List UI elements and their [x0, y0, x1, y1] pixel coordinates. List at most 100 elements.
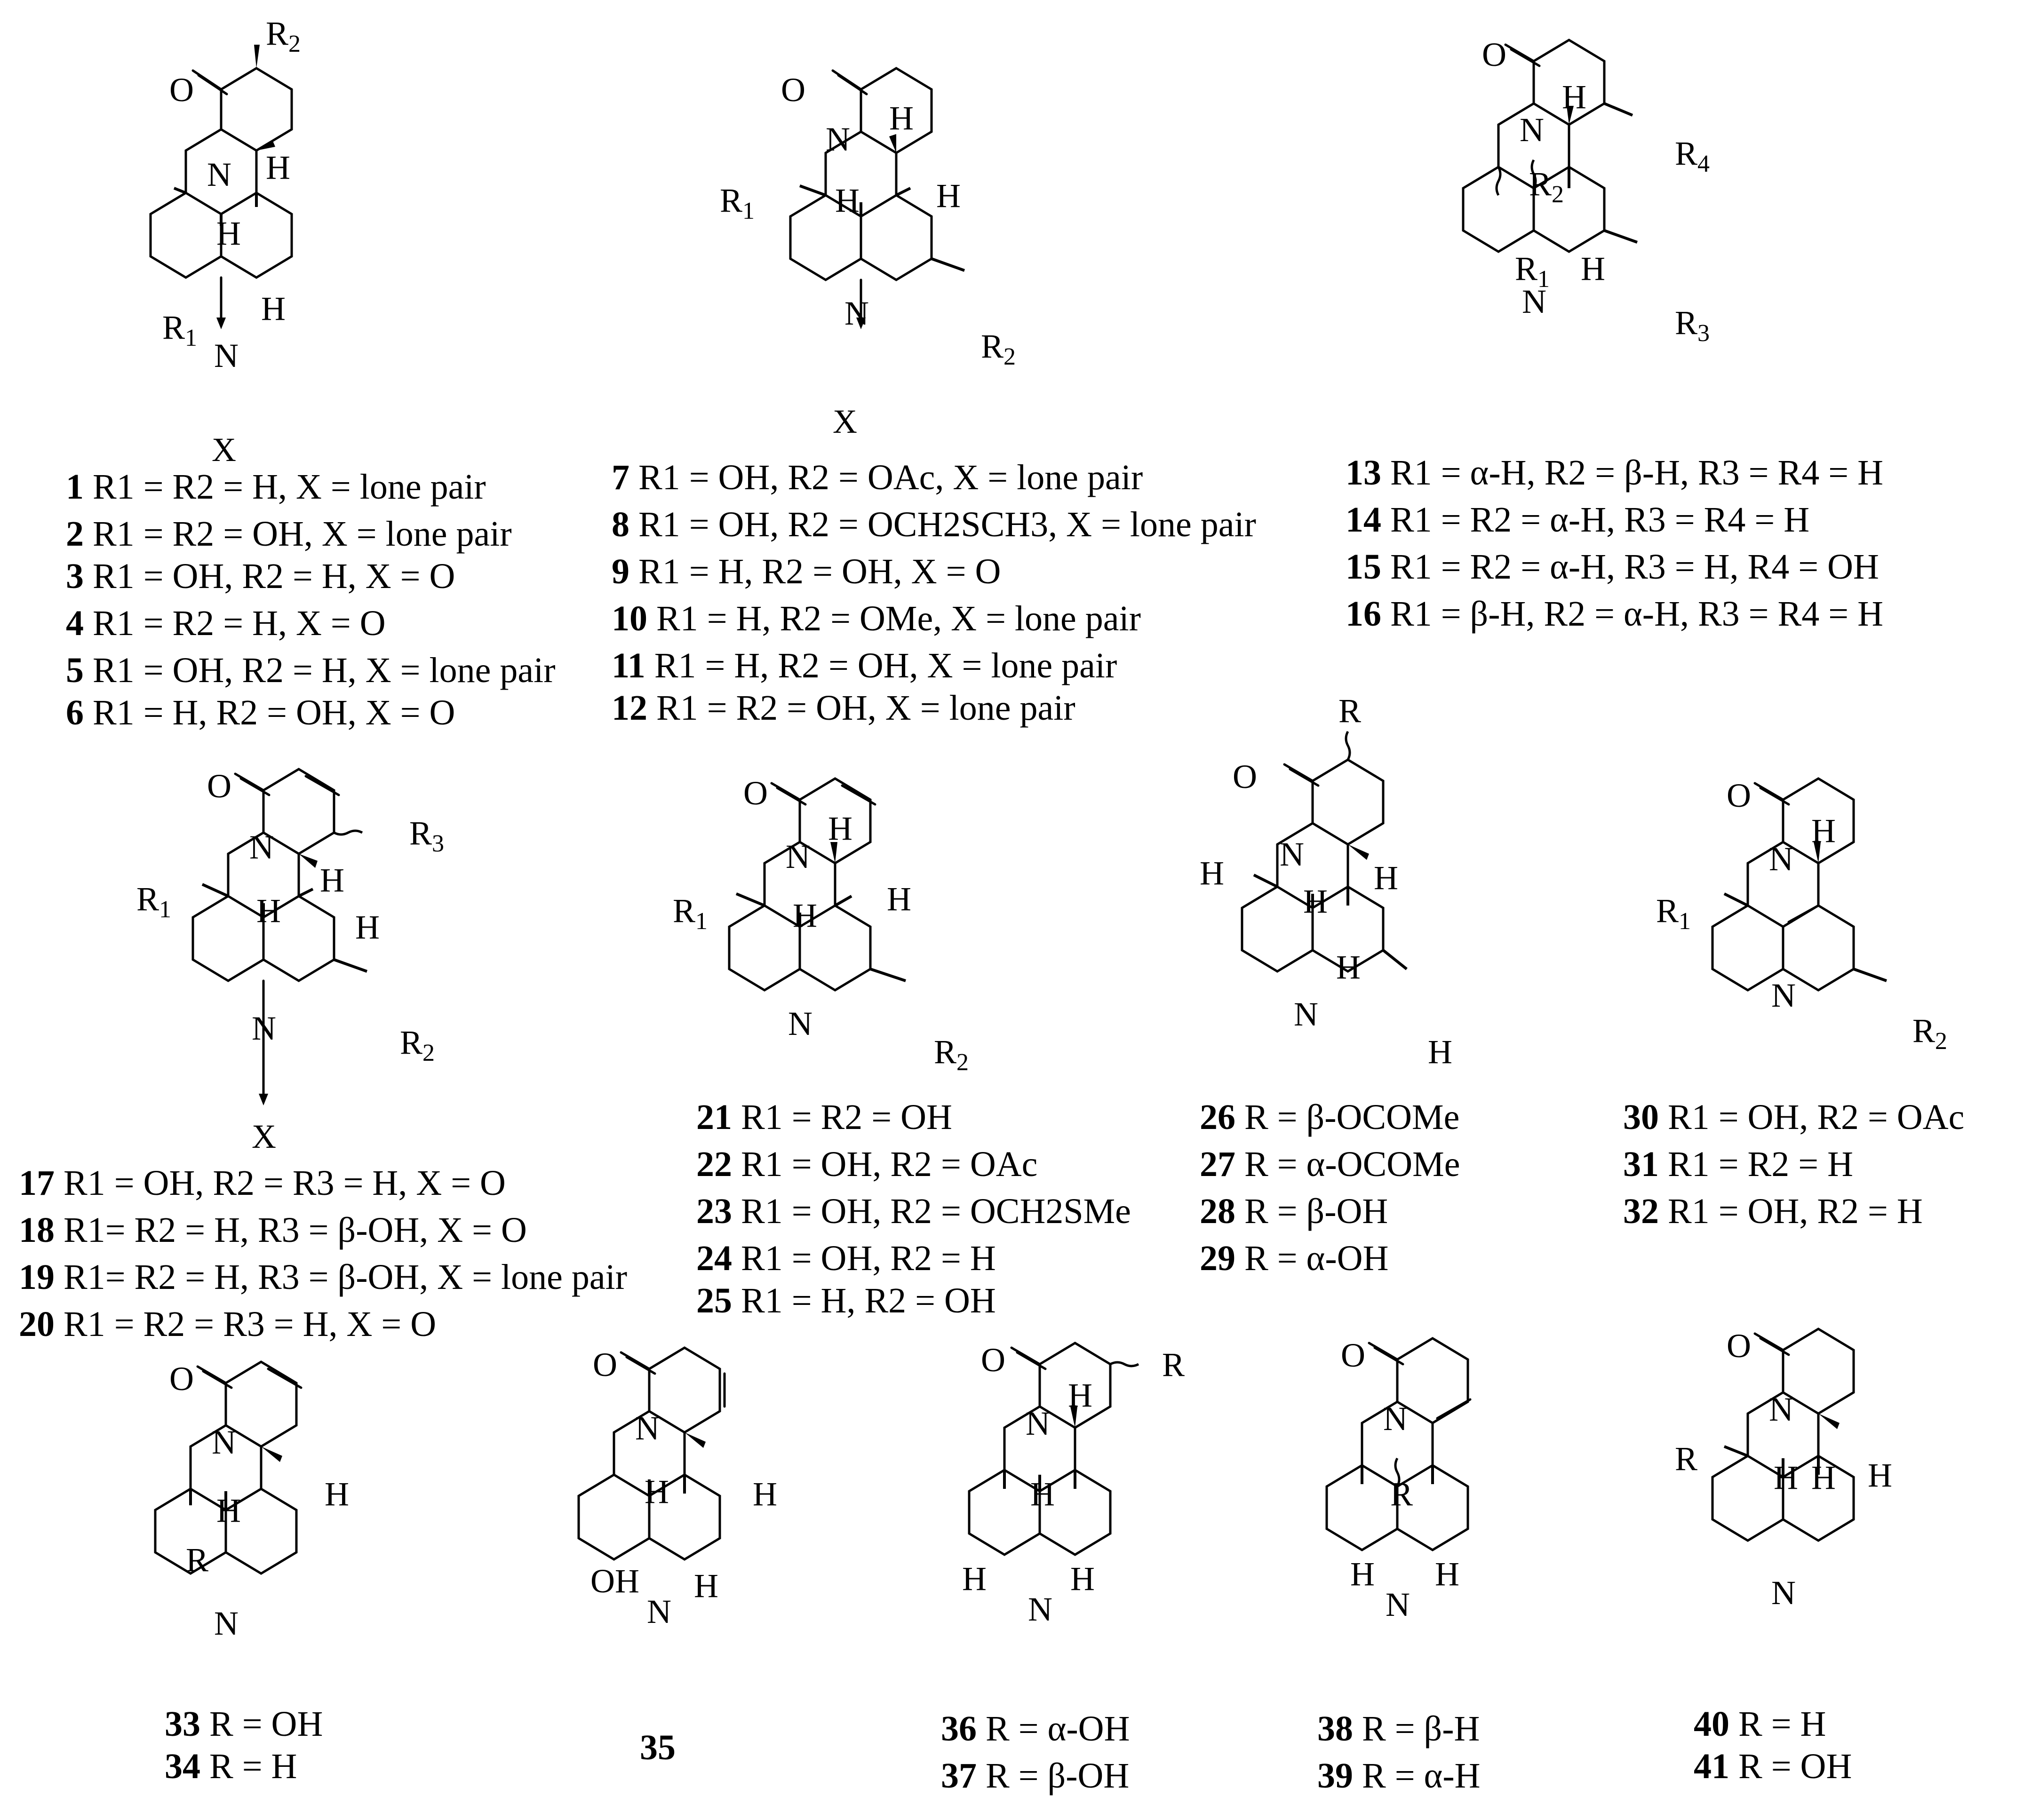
label-R: R — [1162, 1346, 1185, 1383]
caption-16: 16 R1 = β-H, R2 = α-H, R3 = R4 = H — [1346, 594, 1883, 634]
label-R2: R2 — [934, 1033, 969, 1076]
atom-H: H — [694, 1567, 718, 1605]
label-R2: R2 — [1912, 1012, 1947, 1055]
caption-15: 15 R1 = R2 = α-H, R3 = H, R4 = OH — [1346, 547, 1879, 587]
caption-29: 29 R = α-OH — [1200, 1239, 1388, 1278]
atom-N: N — [207, 156, 231, 193]
atom-H: H — [1336, 948, 1361, 986]
atom-N: N — [249, 828, 274, 866]
atom-H: H — [1068, 1376, 1092, 1414]
atom-H: H — [216, 215, 241, 252]
label-R: R — [186, 1541, 208, 1579]
caption-13: 13 R1 = α-H, R2 = β-H, R3 = R4 = H — [1346, 453, 1883, 493]
atom-O: O — [743, 774, 768, 812]
structure-1-6: O N N H H H X R2 R1 — [149, 15, 301, 469]
caption-block: 1 R1 = R2 = H, X = lone pair 2 R1 = R2 =… — [19, 453, 1964, 1796]
atom-X: X — [252, 1118, 276, 1155]
atom-H: H — [645, 1473, 669, 1510]
structure-35: O N N H H H OH — [577, 1346, 777, 1630]
label-R1: R1 — [1515, 250, 1550, 293]
caption-33: 33 R = OH — [165, 1704, 323, 1744]
caption-10: 10 R1 = H, R2 = OMe, X = lone pair — [612, 599, 1141, 638]
atom-N: N — [786, 838, 810, 875]
atom-OH: OH — [590, 1562, 639, 1600]
caption-17: 17 R1 = OH, R2 = R3 = H, X = O — [19, 1163, 506, 1203]
atom-N: N — [1769, 1391, 1793, 1428]
atom-H: H — [320, 861, 344, 899]
atom-H: H — [1811, 1459, 1836, 1496]
atom-H: H — [1428, 1033, 1452, 1071]
caption-3: 3 R1 = OH, R2 = H, X = O — [66, 556, 455, 596]
caption-11: 11 R1 = H, R2 = OH, X = lone pair — [612, 646, 1117, 685]
atom-O: O — [169, 71, 194, 109]
caption-14: 14 R1 = R2 = α-H, R3 = R4 = H — [1346, 500, 1809, 540]
label-R: R — [1675, 1440, 1697, 1478]
structure-33-34: O N N H H R — [154, 1360, 349, 1642]
atom-H: H — [1774, 1459, 1798, 1496]
caption-8: 8 R1 = OH, R2 = OCH2SCH3, X = lone pair — [612, 505, 1256, 544]
caption-1: 1 R1 = R2 = H, X = lone pair — [66, 467, 486, 507]
atom-H: H — [355, 908, 380, 946]
caption-19: 19 R1= R2 = H, R3 = β-OH, X = lone pair — [19, 1257, 627, 1297]
atom-H: H — [1581, 250, 1605, 287]
caption-35: 35 — [640, 1728, 676, 1767]
atom-H: H — [1303, 882, 1328, 920]
caption-20: 20 R1 = R2 = R3 = H, X = O — [19, 1304, 436, 1344]
atom-N: N — [1522, 283, 1546, 320]
atom-H: H — [962, 1560, 987, 1597]
caption-21: 21 R1 = R2 = OH — [696, 1097, 952, 1137]
caption-4: 4 R1 = R2 = H, X = O — [66, 604, 386, 643]
atom-N: N — [647, 1593, 671, 1630]
label-R2: R2 — [981, 327, 1016, 370]
atom-O: O — [1233, 758, 1257, 795]
caption-31: 31 R1 = R2 = H — [1623, 1144, 1853, 1184]
atom-O: O — [781, 71, 805, 109]
atom-X: X — [212, 431, 236, 469]
atom-H: H — [1200, 854, 1224, 892]
atom-N: N — [1294, 995, 1318, 1033]
caption-38: 38 R = β-H — [1317, 1709, 1480, 1748]
atom-O: O — [1341, 1336, 1365, 1374]
atom-N: N — [1028, 1590, 1052, 1628]
label-R: R — [1390, 1475, 1413, 1513]
atom-O: O — [1727, 1327, 1751, 1365]
atom-O: O — [1482, 36, 1506, 73]
caption-30: 30 R1 = OH, R2 = OAc — [1623, 1097, 1964, 1137]
atom-H: H — [1811, 812, 1836, 850]
label-R1: R1 — [720, 182, 755, 224]
atom-H: H — [1030, 1475, 1055, 1513]
atom-N: N — [788, 1005, 812, 1042]
atom-H: H — [1350, 1555, 1375, 1593]
atom-O: O — [1727, 777, 1751, 814]
atom-H: H — [828, 810, 852, 847]
caption-41: 41 R = OH — [1694, 1747, 1852, 1786]
caption-23: 23 R1 = OH, R2 = OCH2SMe — [696, 1192, 1131, 1231]
label-R1: R1 — [1656, 892, 1691, 935]
atom-N: N — [214, 337, 239, 374]
atom-N: N — [214, 1605, 239, 1642]
atom-N: N — [844, 294, 869, 332]
label-R3: R3 — [409, 814, 444, 857]
caption-26: 26 R = β-OCOMe — [1200, 1097, 1459, 1137]
atom-N: N — [1386, 1586, 1410, 1623]
atom-X: X — [833, 403, 857, 440]
caption-6: 6 R1 = H, R2 = OH, X = O — [66, 693, 455, 732]
atom-H: H — [753, 1475, 777, 1513]
atom-H: H — [1070, 1560, 1095, 1597]
label-R1: R1 — [673, 892, 708, 935]
caption-36: 36 R = α-OH — [941, 1709, 1130, 1748]
label-R1: R1 — [162, 309, 197, 351]
caption-22: 22 R1 = OH, R2 = OAc — [696, 1144, 1037, 1184]
structure-7-12: O N N H H H X R1 R2 — [720, 67, 1016, 440]
atom-N: N — [1026, 1405, 1050, 1442]
caption-27: 27 R = α-OCOMe — [1200, 1144, 1460, 1184]
caption-32: 32 R1 = OH, R2 = H — [1623, 1192, 1923, 1231]
label-R3: R3 — [1675, 304, 1710, 347]
caption-34: 34 R = H — [165, 1747, 297, 1786]
atom-H: H — [1435, 1555, 1459, 1593]
atom-N: N — [1771, 1574, 1796, 1612]
caption-25: 25 R1 = H, R2 = OH — [696, 1281, 996, 1320]
atom-N: N — [252, 1009, 276, 1047]
structure-40-41: O N N H H H R — [1675, 1327, 1892, 1612]
atom-O: O — [981, 1341, 1005, 1379]
